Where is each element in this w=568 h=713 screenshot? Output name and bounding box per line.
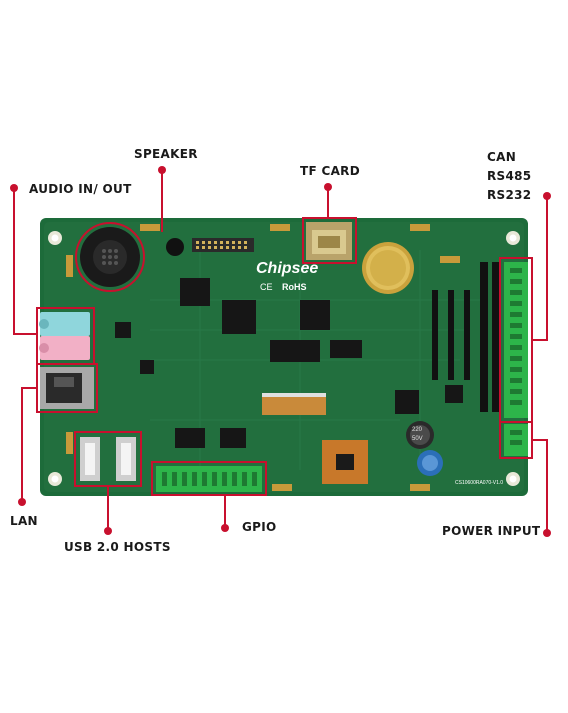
label-lan: LAN: [10, 514, 38, 528]
ce-mark: CE: [260, 282, 273, 292]
audio-jacks: [39, 312, 90, 360]
label-can-group: CAN RS485 RS232: [487, 148, 531, 205]
label-audio: AUDIO IN/ OUT: [29, 182, 132, 196]
label-tf-card: TF CARD: [300, 164, 360, 178]
label-can: CAN: [487, 150, 517, 164]
label-rs232: RS232: [487, 188, 532, 202]
flex-connector: [262, 393, 326, 415]
label-rs485: RS485: [487, 169, 532, 183]
label-usb: USB 2.0 HOSTS: [64, 540, 171, 554]
speaker-component: [80, 227, 184, 287]
leader-lines: [13, 172, 548, 532]
tf-card-slot: [306, 222, 352, 260]
cap-text-1: 220: [412, 427, 423, 433]
power-terminal: [504, 424, 528, 456]
usb-ports: [80, 437, 136, 481]
cap-text-2: 50V: [412, 436, 423, 442]
resistor-array: [432, 262, 500, 412]
orange-module: [322, 440, 368, 484]
model-text: CS10600RA070-V1.0: [455, 480, 503, 486]
label-speaker: SPEAKER: [134, 147, 198, 161]
gpio-terminal: [156, 466, 262, 492]
gpio-highlight: [151, 461, 267, 496]
label-power: POWER INPUT: [442, 524, 541, 538]
pin-header: [192, 238, 254, 252]
lan-jack: [40, 367, 94, 409]
coin-battery: [362, 242, 414, 294]
capacitors: [406, 421, 443, 476]
can-terminal: [504, 262, 528, 418]
label-gpio: GPIO: [242, 520, 277, 534]
brand-text: Chipsee: [256, 260, 318, 277]
ic-chips: [115, 278, 463, 448]
rohs-mark: RoHS: [282, 282, 307, 292]
leader-dots: [10, 166, 551, 537]
tf-card-highlight: [302, 217, 357, 264]
speaker-highlight: [75, 222, 145, 292]
